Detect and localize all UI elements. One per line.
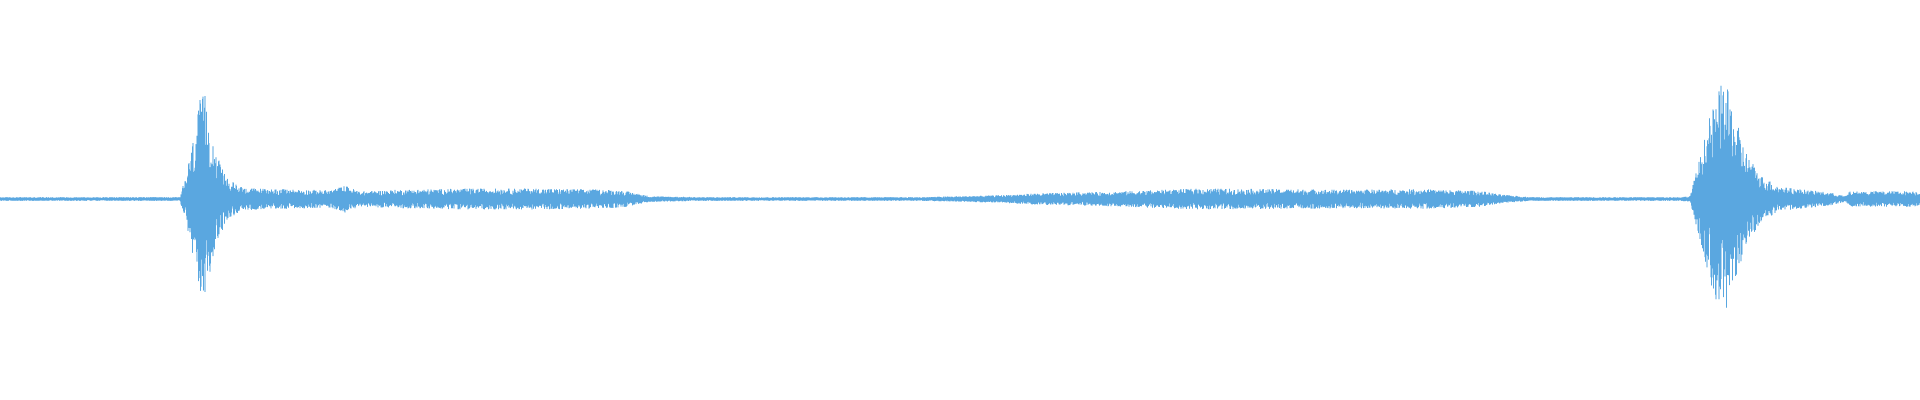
waveform-path bbox=[0, 85, 1920, 308]
